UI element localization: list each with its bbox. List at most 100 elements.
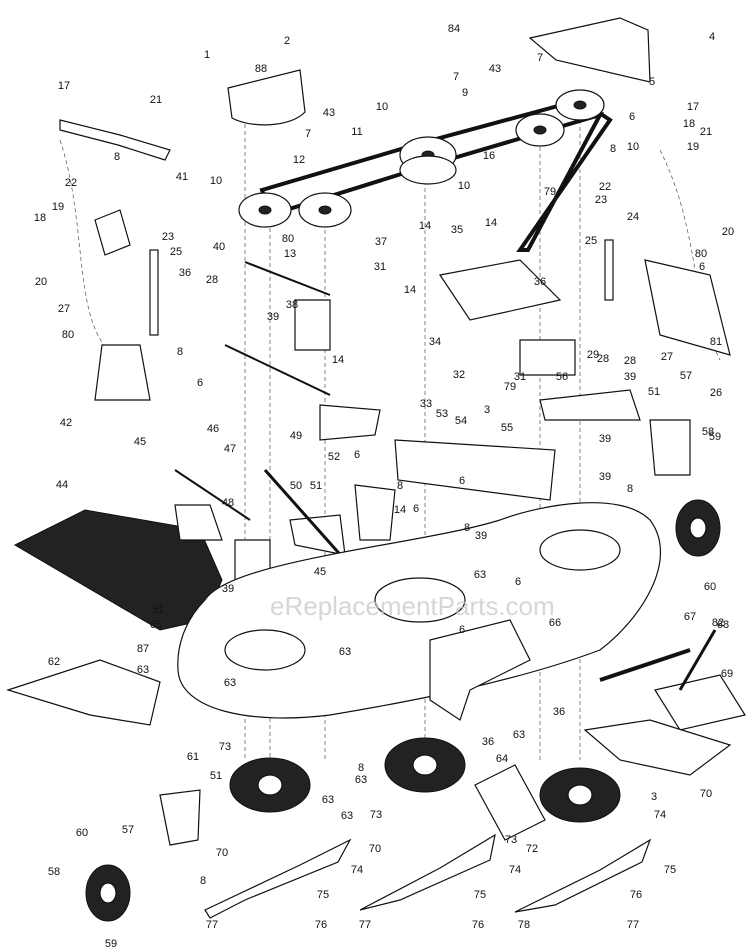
part-callout-36: 36	[482, 736, 494, 748]
part-callout-28: 28	[206, 274, 218, 286]
part-callout-68: 68	[717, 619, 729, 631]
part-callout-22: 22	[599, 181, 611, 193]
part-callout-77: 77	[359, 919, 371, 931]
bracket-66	[429, 619, 531, 721]
part-callout-14: 14	[394, 504, 406, 516]
part-callout-80: 80	[695, 248, 707, 260]
part-callout-75: 75	[474, 889, 486, 901]
part-callout-24: 24	[627, 211, 639, 223]
part-callout-20: 20	[35, 276, 47, 288]
part-callout-36: 36	[179, 267, 191, 279]
part-callout-42: 42	[60, 417, 72, 429]
part-callout-55: 55	[501, 422, 513, 434]
part-callout-39: 39	[599, 471, 611, 483]
part-callout-10: 10	[627, 141, 639, 153]
part-callout-80: 80	[282, 233, 294, 245]
part-callout-8: 8	[358, 762, 364, 774]
part-callout-53: 53	[436, 408, 448, 420]
part-callout-58: 58	[702, 426, 714, 438]
part-callout-49: 49	[290, 430, 302, 442]
part-callout-88: 88	[255, 63, 267, 75]
part-callout-57: 57	[122, 824, 134, 836]
part-callout-14: 14	[404, 284, 416, 296]
part-callout-45: 45	[134, 436, 146, 448]
part-callout-2: 2	[284, 35, 290, 47]
part-callout-70: 70	[700, 788, 712, 800]
part-callout-54: 54	[455, 415, 467, 427]
part-callout-39: 39	[222, 583, 234, 595]
part-callout-8: 8	[464, 522, 470, 534]
part-callout-75: 75	[664, 864, 676, 876]
part-callout-23: 23	[162, 231, 174, 243]
grass-discharge-chute	[13, 509, 223, 631]
part-callout-64: 64	[496, 753, 508, 765]
part-callout-63: 63	[474, 569, 486, 581]
part-callout-17: 17	[58, 80, 70, 92]
part-callout-43: 43	[489, 63, 501, 75]
part-callout-63: 63	[224, 677, 236, 689]
linkage-parts	[59, 119, 731, 581]
part-callout-73: 73	[505, 834, 517, 846]
part-callout-3: 3	[484, 404, 490, 416]
part-callout-18: 18	[34, 212, 46, 224]
part-callout-19: 19	[52, 201, 64, 213]
part-callout-11: 11	[351, 126, 362, 138]
part-callout-63: 63	[513, 729, 525, 741]
belt-cover-right	[528, 17, 651, 83]
part-callout-39: 39	[624, 371, 636, 383]
part-callout-4: 4	[709, 31, 715, 43]
part-callout-79: 79	[544, 186, 556, 198]
part-callout-38: 38	[286, 299, 298, 311]
part-callout-22: 22	[65, 177, 77, 189]
part-callout-79: 79	[504, 381, 516, 393]
bracket-69	[583, 719, 732, 776]
part-callout-6: 6	[515, 576, 521, 588]
part-callout-6: 6	[459, 624, 465, 636]
part-callout-6: 6	[459, 475, 465, 487]
part-callout-82: 82	[712, 617, 724, 629]
part-callout-36: 36	[534, 276, 546, 288]
belt-cover	[227, 69, 306, 126]
part-callout-17: 17	[687, 101, 699, 113]
part-callout-52: 52	[328, 451, 340, 463]
mower-blades	[204, 833, 652, 919]
part-callout-77: 77	[206, 919, 218, 931]
part-callout-69: 69	[721, 668, 733, 680]
part-callout-59: 59	[709, 431, 721, 443]
part-callout-51: 51	[310, 480, 322, 492]
part-callout-76: 76	[630, 889, 642, 901]
part-callout-45: 45	[314, 566, 326, 578]
part-callout-73: 73	[370, 809, 382, 821]
part-callout-70: 70	[216, 847, 228, 859]
part-callout-6: 6	[197, 377, 203, 389]
part-callout-33: 33	[420, 398, 432, 410]
part-callout-35: 35	[451, 224, 463, 236]
part-callout-75: 75	[317, 889, 329, 901]
gauge-wheels	[85, 499, 721, 922]
part-callout-6: 6	[354, 449, 360, 461]
part-callout-81: 81	[710, 336, 722, 348]
chute-bracket	[174, 504, 223, 541]
part-callout-76: 76	[315, 919, 327, 931]
watermark: eReplacementParts.com	[270, 591, 555, 621]
part-callout-21: 21	[700, 126, 712, 138]
part-callout-62: 62	[48, 656, 60, 668]
part-callout-16: 16	[483, 150, 495, 162]
part-callout-32: 32	[453, 369, 465, 381]
part-callout-27: 27	[661, 351, 673, 363]
part-callout-19: 19	[687, 141, 699, 153]
part-callout-73: 73	[219, 741, 231, 753]
part-callout-28: 28	[597, 353, 609, 365]
part-callout-44: 44	[56, 479, 68, 491]
part-callout-87: 87	[137, 643, 149, 655]
part-callout-37: 37	[375, 236, 387, 248]
part-callout-48: 48	[222, 497, 234, 509]
part-callout-60: 60	[704, 581, 716, 593]
part-callout-14: 14	[419, 220, 431, 232]
part-callout-74: 74	[509, 864, 521, 876]
part-callout-7: 7	[537, 52, 543, 64]
part-callout-84: 84	[448, 23, 460, 35]
part-callout-8: 8	[627, 483, 633, 495]
